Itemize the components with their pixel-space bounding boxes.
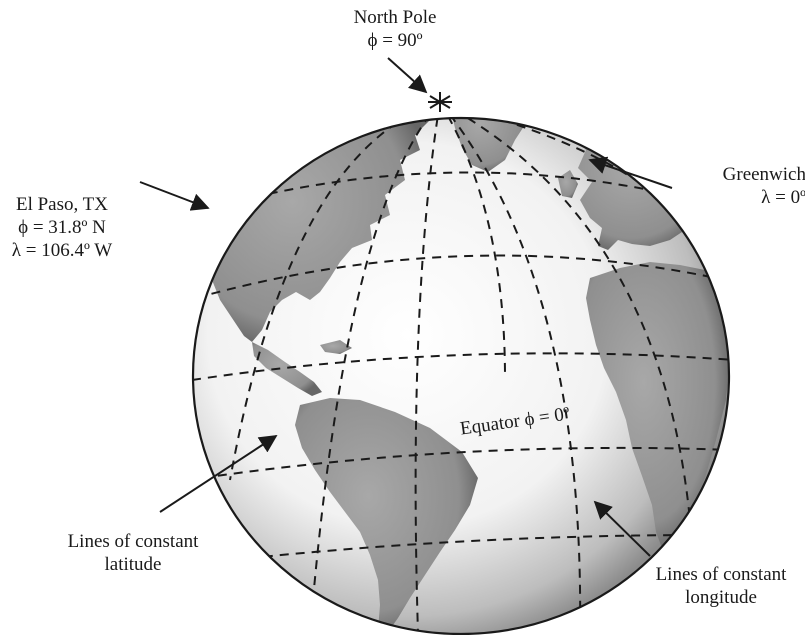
label-latitude-lines: Lines of constant latitude	[38, 530, 228, 576]
label-el-paso: El Paso, TX ϕ = 31.8º N λ = 106.4º W	[0, 193, 124, 262]
continent-greenland	[448, 118, 528, 172]
globe-outline	[191, 116, 731, 636]
continent-caribbean	[320, 340, 352, 354]
label-latitude-line1: Lines of constant	[67, 531, 199, 552]
arrow-greenwich	[588, 156, 673, 189]
label-north-pole-value: ϕ = 90º	[367, 30, 423, 51]
arrow-longitude	[593, 500, 651, 557]
arrow-latitude	[159, 435, 278, 513]
longitude-line	[439, 118, 506, 379]
label-greenwich-title: Greenwich	[722, 164, 805, 185]
arrow-north-pole	[387, 57, 428, 94]
label-el-paso-longitude: λ = 106.4º W	[11, 240, 113, 261]
label-greenwich-value: λ = 0º	[761, 187, 805, 208]
label-north-pole-title: North Pole	[353, 7, 437, 28]
continent-south-america	[295, 398, 478, 632]
latitude-line-equator	[193, 352, 729, 381]
north-pole-marker	[428, 92, 452, 112]
latitude-line	[221, 171, 716, 206]
leader-arrows	[139, 57, 673, 557]
arrow-el-paso	[139, 181, 210, 211]
label-longitude-lines: Lines of constant longitude	[636, 563, 805, 609]
label-longitude-line2: longitude	[685, 587, 757, 608]
latitude-line	[195, 254, 729, 299]
latitude-line	[231, 534, 706, 561]
longitude-line	[439, 118, 691, 521]
longitude-line	[229, 118, 441, 481]
label-longitude-line1: Lines of constant	[655, 564, 787, 585]
label-el-paso-latitude: ϕ = 31.8º N	[18, 217, 106, 238]
longitude-line	[439, 118, 582, 634]
continent-central-america	[252, 342, 322, 396]
label-greenwich: Greenwich λ = 0º	[676, 163, 805, 209]
label-el-paso-title: El Paso, TX	[15, 194, 108, 215]
label-latitude-line2: latitude	[104, 554, 162, 575]
continent-africa	[586, 262, 729, 548]
label-north-pole: North Pole ϕ = 90º	[295, 6, 495, 52]
